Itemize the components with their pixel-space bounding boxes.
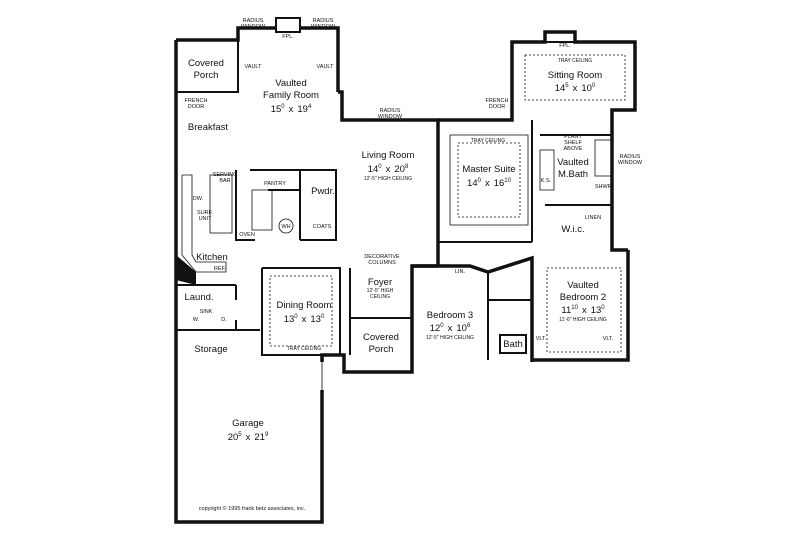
bedroom3-label: Bedroom 3 bbox=[427, 310, 473, 321]
vault-left: VAULT bbox=[245, 64, 263, 70]
powder-label: Pwdr. bbox=[311, 186, 335, 197]
oven-label: OVEN bbox=[239, 232, 255, 238]
fixture-notes: RADIUS WINDOW RADIUS WINDOW FPL. VAULT V… bbox=[185, 18, 643, 342]
decorative-columns-2: COLUMNS bbox=[368, 260, 396, 266]
master-suite-ceiling-note: TRAY CEILING bbox=[471, 138, 505, 144]
radius-window-living-2: WINDOW bbox=[378, 114, 403, 120]
covered-porch-top-label-2: Porch bbox=[194, 70, 219, 81]
copyright-note: copyright © 1995 frank betz associates, … bbox=[199, 505, 306, 512]
serving-bar-2: BAR bbox=[219, 178, 230, 184]
radius-window-right-2: WINDOW bbox=[311, 24, 336, 30]
radius-window-living-1: RADIUS bbox=[380, 108, 401, 114]
dining-room-label: Dining Room bbox=[277, 300, 332, 311]
fireplace-label: FPL. bbox=[282, 34, 294, 40]
storage-label: Storage bbox=[194, 344, 227, 355]
sitting-room-label: Sitting Room bbox=[548, 70, 602, 81]
french-door-right-2: DOOR bbox=[489, 104, 506, 110]
french-door-right-1: FRENCH bbox=[486, 98, 509, 104]
french-door-left-1: FRENCH bbox=[185, 98, 208, 104]
sink-label: SINK bbox=[200, 309, 213, 315]
covered-porch-top-label-1: Covered bbox=[188, 58, 224, 69]
radius-window-left-2: WINDOW bbox=[241, 24, 266, 30]
mbath-label-2: M.Bath bbox=[558, 169, 588, 180]
french-door-left-2: DOOR bbox=[188, 104, 205, 110]
water-heater-label: WH bbox=[281, 224, 290, 230]
pantry-label: PANTRY bbox=[264, 181, 286, 187]
ks-label: K.S. bbox=[541, 178, 552, 184]
covered-porch-front-label-1: Covered bbox=[363, 332, 399, 343]
bedroom2-label-2: Bedroom 2 bbox=[560, 292, 606, 303]
decorative-columns-1: DECORATIVE bbox=[364, 254, 400, 260]
kitchen-label: Kitchen bbox=[196, 252, 228, 263]
vault-bedroom2-left: VLT. bbox=[536, 336, 547, 342]
radius-window-right-1: RADIUS bbox=[313, 18, 334, 24]
foyer-label: Foyer bbox=[368, 277, 392, 288]
surf-unit-1: SURF. bbox=[197, 210, 213, 216]
breakfast-label: Breakfast bbox=[188, 122, 228, 133]
surf-unit-2: UNIT bbox=[199, 216, 212, 222]
refrigerator-label: REF. bbox=[214, 266, 226, 272]
garage-label: Garage bbox=[232, 418, 264, 429]
exterior-walls bbox=[174, 17, 637, 524]
living-room-label: Living Room bbox=[362, 150, 415, 161]
bedroom2-label-1: Vaulted bbox=[567, 280, 599, 291]
radius-window-left-1: RADIUS bbox=[243, 18, 264, 24]
washer-label: W. bbox=[193, 317, 200, 323]
bedroom3-ceiling-note: 12'-5" HIGH CEILING bbox=[426, 335, 474, 341]
interior-walls bbox=[176, 40, 626, 390]
foyer-ceiling-note-2: CEILING bbox=[370, 294, 390, 300]
covered-porch-front-label-2: Porch bbox=[369, 344, 394, 355]
shower-label: SHWR. bbox=[595, 184, 614, 190]
radius-window-mbath-1: RADIUS bbox=[620, 154, 641, 160]
bedroom2-ceiling-note: 11'-6" HIGH CEILING bbox=[559, 317, 607, 323]
vault-bedroom2-right: VLT. bbox=[603, 336, 614, 342]
plant-shelf-2: SHELF bbox=[564, 140, 582, 146]
dryer-label: D. bbox=[221, 317, 227, 323]
serving-bar-1: SERVING bbox=[213, 172, 238, 178]
coats-label: COATS bbox=[313, 224, 332, 230]
linen-label: LINEN bbox=[585, 215, 601, 221]
fireplace-sitting-label: FPL. bbox=[559, 43, 571, 49]
family-room-label-2: Family Room bbox=[263, 90, 319, 101]
plant-shelf-3: ABOVE bbox=[564, 146, 583, 152]
linen-bedroom-label: LIN. bbox=[455, 269, 466, 275]
master-suite-label: Master Suite bbox=[462, 164, 515, 175]
living-room-ceiling-note: 12'-5" HIGH CEILING bbox=[364, 176, 412, 182]
wic-label: W.i.c. bbox=[561, 224, 584, 235]
foyer-ceiling-note-1: 12'-5" HIGH bbox=[367, 288, 394, 294]
plant-shelf-1: PLANT bbox=[564, 134, 582, 140]
laundry-label: Laund. bbox=[184, 292, 213, 303]
family-room-label-1: Vaulted bbox=[275, 78, 307, 89]
dishwasher-label: DW. bbox=[193, 196, 204, 202]
mbath-label-1: Vaulted bbox=[557, 157, 589, 168]
bath-label: Bath bbox=[503, 339, 523, 350]
sitting-room-ceiling-note: TRAY CEILING bbox=[558, 58, 592, 64]
dining-room-ceiling-note: TRAY CEILING bbox=[287, 346, 321, 352]
vault-right: VAULT bbox=[317, 64, 335, 70]
radius-window-mbath-2: WINDOW bbox=[618, 160, 643, 166]
